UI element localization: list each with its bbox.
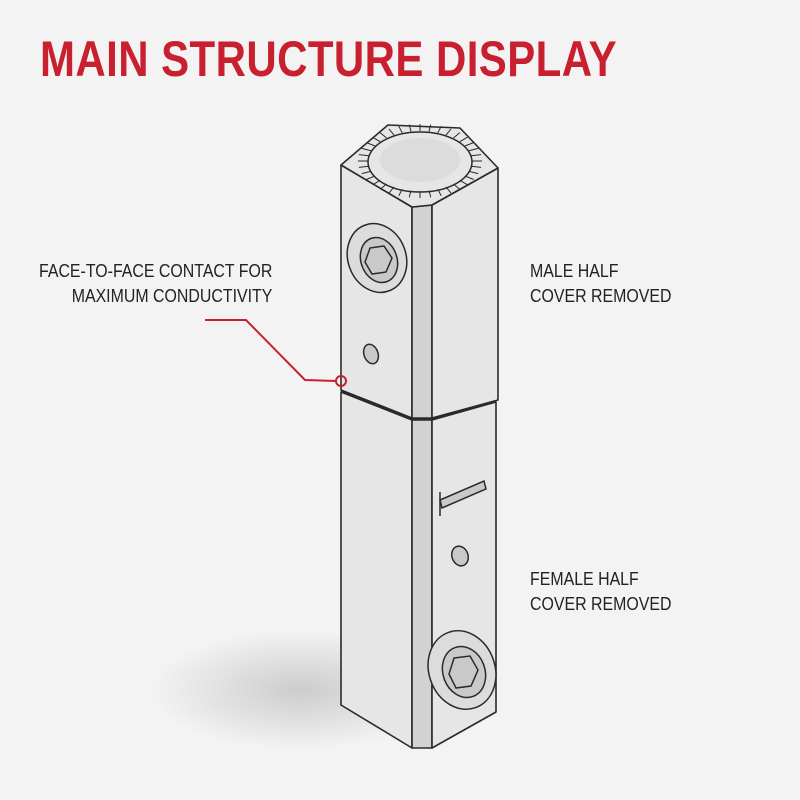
male-right-face-main bbox=[431, 167, 499, 419]
callout-female-line2: COVER REMOVED bbox=[530, 593, 672, 614]
terminal-tick bbox=[408, 124, 412, 132]
callout-female-line1: FEMALE HALF bbox=[530, 568, 639, 589]
terminal-tick bbox=[428, 190, 432, 198]
terminal-tick bbox=[398, 188, 403, 196]
callout-contact-line2: MAXIMUM CONDUCTIVITY bbox=[71, 285, 272, 306]
terminal-tick bbox=[437, 188, 442, 196]
callout-female: FEMALE HALF COVER REMOVED bbox=[530, 566, 671, 616]
terminal-tick bbox=[459, 179, 468, 186]
terminal-tick bbox=[459, 136, 468, 143]
terminal-tick bbox=[408, 190, 412, 198]
female-slot bbox=[439, 479, 487, 510]
terminal-tick bbox=[453, 132, 461, 139]
terminal-tick bbox=[361, 147, 372, 152]
callout-contact: FACE-TO-FACE CONTACT FOR MAXIMUM CONDUCT… bbox=[39, 258, 272, 308]
female-right-face bbox=[411, 419, 433, 749]
halves-seam bbox=[340, 390, 497, 420]
terminal-tick bbox=[464, 142, 474, 147]
callout-male-line1: MALE HALF bbox=[530, 260, 619, 281]
terminal-tick bbox=[464, 175, 474, 180]
top-terminal-face bbox=[380, 138, 460, 182]
terminal-tick bbox=[379, 183, 387, 190]
contact-leader-line bbox=[205, 319, 337, 382]
female-half bbox=[340, 391, 497, 749]
terminal-tick bbox=[388, 128, 395, 136]
terminal-tick bbox=[445, 128, 452, 136]
terminal-tick bbox=[358, 154, 369, 157]
female-small-hole bbox=[450, 545, 470, 567]
terminal-tick bbox=[453, 183, 461, 190]
terminal-tick bbox=[372, 179, 381, 186]
page-title: MAIN STRUCTURE DISPLAY bbox=[40, 31, 618, 87]
male-right-face bbox=[411, 204, 433, 419]
terminal-tick bbox=[361, 170, 372, 175]
male-hex-socket bbox=[364, 245, 393, 275]
terminal-tick bbox=[366, 175, 376, 180]
callout-male-line2: COVER REMOVED bbox=[530, 285, 672, 306]
terminal-tick bbox=[358, 165, 369, 168]
terminal-tick bbox=[379, 132, 387, 139]
terminal-tick bbox=[468, 170, 479, 175]
terminal-tick bbox=[398, 126, 403, 134]
female-hex-socket bbox=[448, 655, 479, 689]
terminal-tick bbox=[437, 126, 442, 134]
female-left-face bbox=[340, 391, 413, 749]
terminal-tick bbox=[366, 142, 376, 147]
contact-point-marker bbox=[335, 375, 347, 387]
terminal-tick bbox=[372, 136, 381, 143]
top-terminal-ticks bbox=[358, 124, 482, 198]
callout-contact-line1: FACE-TO-FACE CONTACT FOR bbox=[38, 260, 272, 281]
terminal-tick bbox=[471, 165, 482, 168]
terminal-tick bbox=[468, 147, 479, 152]
male-small-hole bbox=[362, 343, 380, 365]
male-half bbox=[340, 124, 499, 419]
terminal-tick bbox=[428, 124, 432, 132]
terminal-tick bbox=[445, 186, 452, 194]
terminal-tick bbox=[471, 154, 482, 157]
callout-male: MALE HALF COVER REMOVED bbox=[530, 258, 671, 308]
terminal-tick bbox=[388, 186, 395, 194]
